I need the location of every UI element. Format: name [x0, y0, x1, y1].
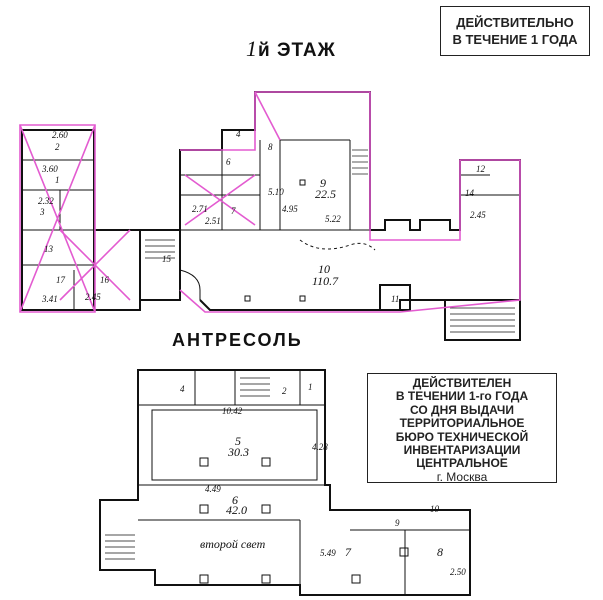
room-number: 4: [236, 129, 241, 139]
room-area: 2.32: [38, 196, 54, 206]
room-number: 10: [318, 262, 330, 276]
floor-title: 1й ЭТАЖ: [246, 36, 336, 62]
room-area: 110.7: [312, 274, 339, 288]
room-number: 15: [162, 254, 172, 264]
room-number: 7: [345, 545, 352, 559]
room-number: 8: [437, 545, 443, 559]
stair-hatch: [105, 377, 270, 560]
room-number: 9: [395, 518, 400, 528]
dimension: 5.49: [320, 548, 336, 558]
void-label: второй свет: [200, 537, 266, 551]
first-floor-plan: 2.60 2 3.60 1 2.32 3 13 17 3.41 16 2.45 …: [19, 91, 521, 341]
room-number: 13: [44, 244, 54, 254]
columns: [199, 457, 409, 584]
dimension: 5.22: [325, 214, 341, 224]
room-area: 22.5: [315, 187, 336, 201]
arch-dashed: [299, 239, 376, 251]
room-number: 5: [235, 434, 241, 448]
stair-hatch: [352, 149, 368, 175]
stamp-line: ДЕЙСТВИТЕЛЬНО: [456, 15, 574, 30]
stamp-line: СО ДНЯ ВЫДАЧИ: [410, 402, 514, 417]
dimension: 4.28: [312, 442, 328, 452]
room-number: 1: [308, 382, 313, 392]
dimension: 5.10: [268, 187, 284, 197]
stamp-line: г. Москва: [436, 469, 488, 484]
room-number: 16: [100, 275, 110, 285]
stair-block: [139, 229, 181, 301]
room-area: 3.41: [41, 294, 58, 304]
room-number: 9: [320, 176, 326, 190]
floor-number: 1: [246, 36, 258, 61]
room-area: 2.45: [470, 210, 486, 220]
stair-curve: [179, 269, 201, 300]
room-number: 14: [465, 188, 475, 198]
room-number: 10: [430, 504, 440, 514]
mezzanine-plan: 4 2 1 5 30.3 6 42.0 второй свет 7 8 9 10…: [99, 369, 471, 596]
room-area: 2.45: [85, 292, 101, 302]
room-number: 4: [180, 384, 185, 394]
room-number: 17: [56, 275, 66, 285]
dimension: 4.49: [205, 484, 221, 494]
floor1-labels: 2.60 2 3.60 1 2.32 3 13 17 3.41 16 2.45 …: [38, 129, 486, 304]
stamp-line: БЮРО ТЕХНИЧЕСКОЙ: [395, 429, 529, 444]
stair-hatch: [450, 307, 515, 333]
room-number: 3: [39, 207, 45, 217]
room-5-outline: [151, 409, 318, 481]
stamp-line: В ТЕЧЕНИЕ 1 ГОДА: [452, 32, 578, 47]
mezzanine-title: АНТРЕСОЛЬ: [172, 330, 303, 350]
dimension: 10.42: [222, 406, 243, 416]
dimension: 4.95: [282, 204, 298, 214]
stamp-line: ИНВЕНТАРИЗАЦИИ: [403, 443, 521, 458]
room-area: 3.60: [41, 164, 58, 174]
bti-stamp: ДЕЙСТВИТЕЛЕН В ТЕЧЕНИИ 1-го ГОДА СО ДНЯ …: [367, 373, 557, 484]
room-area: 42.0: [226, 503, 247, 517]
pink-markup: [19, 91, 521, 313]
mezzanine-outer-wall: [99, 369, 471, 596]
left-block-wall: [21, 129, 95, 311]
room-area: 2.60: [52, 130, 68, 140]
room-number: 7: [231, 206, 236, 216]
stamp-line: ДЕЙСТВИТЕЛЕН: [412, 376, 512, 390]
floor-title-text: й ЭТАЖ: [258, 40, 336, 61]
columns: [244, 179, 306, 302]
room-number: 8: [268, 142, 273, 152]
stair-block: [444, 299, 521, 341]
room-number: 12: [476, 164, 486, 174]
room-number: 6: [226, 157, 231, 167]
room-number: 2: [55, 142, 60, 152]
dimension: 2.51: [205, 216, 221, 226]
dimension: 2.71: [192, 204, 208, 214]
room-11-wall: [379, 284, 411, 311]
stamp-line: ЦЕНТРАЛЬНОЕ: [416, 456, 508, 471]
room-number: 11: [391, 294, 399, 304]
stamp-line: В ТЕЧЕНИИ 1-го ГОДА: [395, 389, 529, 404]
room-number: 2: [282, 386, 287, 396]
stamp-line: ТЕРРИТОРИАЛЬНОЕ: [399, 416, 525, 431]
room-number: 6: [232, 493, 238, 507]
mezzanine-labels: 4 2 1 5 30.3 6 42.0 второй свет 7 8 9 10…: [180, 382, 466, 577]
room-area: 30.3: [227, 445, 249, 459]
stair-hatch: [145, 239, 175, 259]
validity-stamp: ДЕЙСТВИТЕЛЬНО В ТЕЧЕНИЕ 1 ГОДА: [440, 6, 590, 56]
room-number: 1: [55, 175, 60, 185]
dimension: 2.50: [450, 567, 466, 577]
